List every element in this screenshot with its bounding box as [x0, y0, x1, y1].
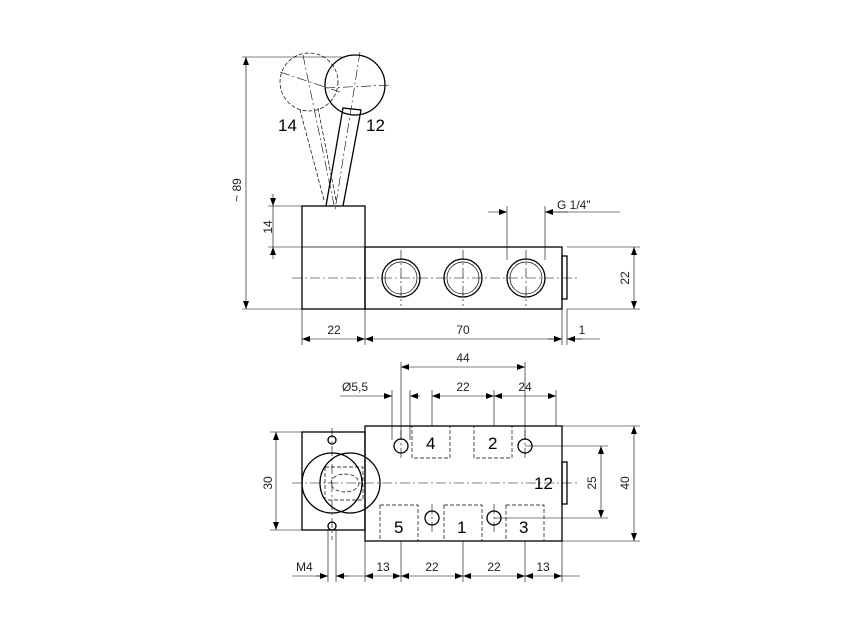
dim-body-height: 22: [618, 271, 632, 285]
dim-width-40: 40: [618, 476, 632, 490]
dim-height-approx: ~ 89: [230, 178, 244, 202]
handle-block: [301, 205, 366, 310]
lever-label-14: 14: [278, 116, 297, 135]
dim-hole-diameter: Ø5,5: [342, 380, 368, 394]
port-label-5: 5: [394, 518, 403, 537]
port-label-1: 1: [457, 518, 466, 537]
dim-mount-25: 25: [585, 476, 599, 490]
dim-mount-30: 30: [261, 476, 275, 490]
pilot-cap: [561, 255, 568, 300]
dim-b13a: 13: [376, 560, 390, 574]
side-port-2: [443, 250, 483, 306]
screw-hole-bottom: [327, 521, 337, 531]
lever-position-12: [324, 51, 393, 211]
dim-b22b: 22: [487, 560, 501, 574]
port-label-12: 12: [534, 474, 553, 493]
port-label-4: 4: [426, 434, 435, 453]
port-label-3: 3: [519, 518, 528, 537]
dim-pilot: 1: [579, 323, 586, 337]
side-view: 14 12 ~ 89 14 G 1/4" 22: [230, 51, 640, 345]
side-port-3: [506, 250, 546, 306]
port-label-2: 2: [488, 434, 497, 453]
dim-handle-block: 14: [261, 220, 275, 234]
screw-hole-top: [327, 435, 337, 445]
dim-b22a: 22: [425, 560, 439, 574]
plan-flange: [301, 431, 366, 531]
dim-span-22-top: 22: [456, 380, 470, 394]
lever-label-12: 12: [366, 116, 385, 135]
dim-body-length: 70: [456, 323, 470, 337]
side-port-1: [381, 250, 421, 306]
dim-screw: M4: [296, 560, 313, 574]
plan-view: 4 2 12 5 1 3 44 Ø5,5 22 24 30 25: [261, 351, 640, 582]
dim-span-24: 24: [518, 380, 532, 394]
lever-position-14: [279, 52, 341, 206]
dim-b13b: 13: [536, 560, 550, 574]
dim-thread: G 1/4": [557, 198, 591, 212]
dim-handle-length: 22: [327, 323, 341, 337]
dim-span-44: 44: [456, 351, 470, 365]
